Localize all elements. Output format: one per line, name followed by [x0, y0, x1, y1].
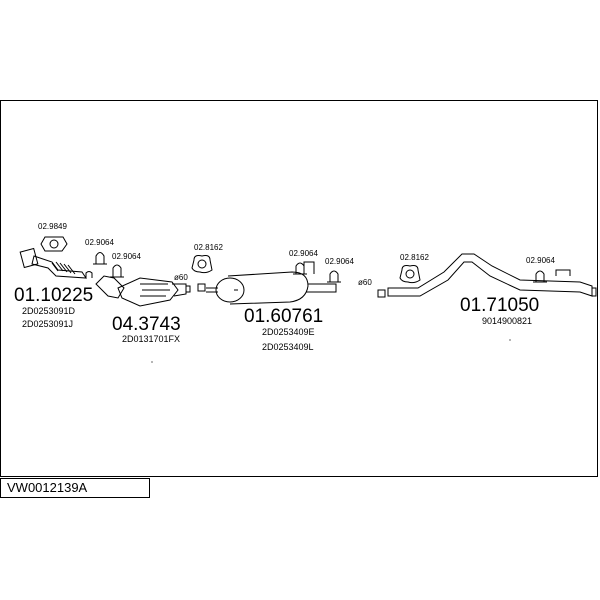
- joint-marker: [377, 289, 386, 298]
- accessory-label-8: 02.9064: [526, 256, 555, 265]
- accessory-label-7: 02.8162: [400, 253, 429, 262]
- clamp-icon: [533, 270, 547, 283]
- part-ref-middle-silencer-2: 2D0253409L: [262, 342, 314, 352]
- rear-pipe-drawing: [387, 253, 597, 297]
- middle-silencer-drawing: [206, 261, 337, 305]
- part-number-front-pipe: 01.10225: [14, 285, 93, 306]
- diameter-label-1: ø60: [174, 273, 188, 282]
- clamp-icon: [327, 270, 341, 283]
- accessory-label-2: 02.9064: [85, 238, 114, 247]
- diameter-label-2: ø60: [358, 278, 372, 287]
- part-number-rear-pipe: 01.71050: [460, 295, 539, 316]
- catalytic-converter-drawing: [95, 275, 191, 307]
- gasket-icon: [40, 236, 68, 252]
- diagram-frame: [0, 100, 598, 477]
- accessory-label-3: 02.9064: [112, 252, 141, 261]
- part-number-catalytic-converter: 04.3743: [112, 314, 181, 335]
- part-ref-middle-silencer-1: 2D0253409E: [262, 327, 315, 337]
- small-clamp-icon: [85, 271, 93, 278]
- part-ref-catalytic-converter-1: 2D0131701FX: [122, 334, 180, 344]
- rubber-hanger-icon: [399, 265, 421, 284]
- accessory-label-4: 02.8162: [194, 243, 223, 252]
- joint-marker: [197, 283, 206, 292]
- dot-mark: [509, 339, 511, 341]
- front-pipe-drawing: [19, 247, 87, 279]
- accessory-label-6: 02.9064: [325, 257, 354, 266]
- part-ref-rear-pipe-1: 9014900821: [482, 316, 532, 326]
- part-number-middle-silencer: 01.60761: [244, 306, 323, 327]
- clamp-icon: [293, 262, 307, 275]
- rubber-hanger-icon: [191, 255, 213, 274]
- clamp-icon: [93, 252, 107, 265]
- diagram-code: VW0012139A: [0, 478, 150, 498]
- accessory-label-5: 02.9064: [289, 249, 318, 258]
- accessory-label-1: 02.9849: [38, 222, 67, 231]
- dot-mark: [151, 361, 153, 363]
- part-ref-front-pipe-1: 2D0253091D: [22, 306, 76, 316]
- clamp-icon: [110, 264, 124, 278]
- part-ref-front-pipe-2: 2D0253091J: [22, 319, 73, 329]
